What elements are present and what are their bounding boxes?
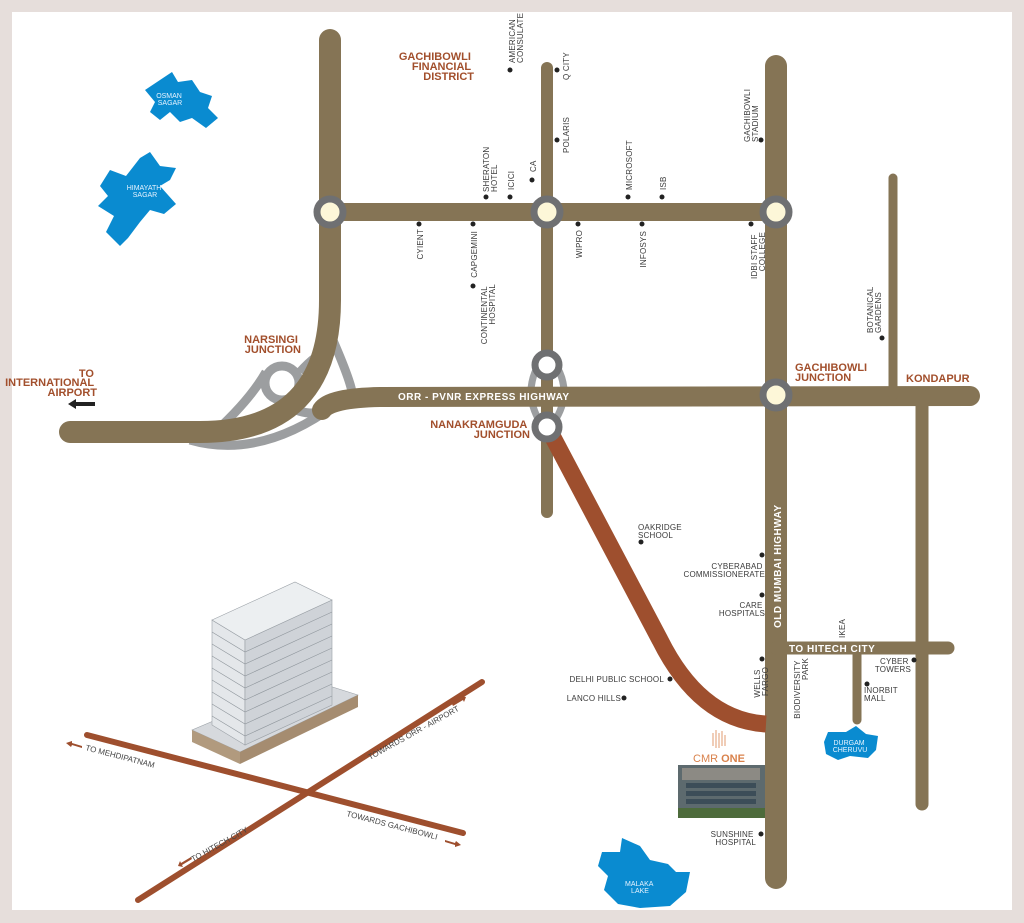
landmark-icici: ICICI [507,171,516,190]
airport-label: TO INTERNATIONAL AIRPORT [5,368,97,399]
project-building-photo [678,765,765,818]
gachibowli-junction-label: GACHIBOWLI JUNCTION [795,362,870,384]
landmark-care-hospitals: CARE HOSPITALS [719,601,765,618]
kondapur-label: KONDAPUR [906,373,970,385]
hitech-city-road-label: TO HITECH CITY [789,644,875,655]
arrow-hitech-icon [178,857,192,867]
narsingi-junction-label: NARSINGI JUNCTION [244,334,301,356]
landmark-lanco-hills: LANCO HILLS [567,694,621,703]
orr-road-label: ORR - PVNR EXPRESS HIGHWAY [398,392,570,403]
landmark-dots [416,67,917,837]
landmark-cyber-towers: CYBER TOWERS [875,657,911,674]
landmark-polaris: POLARIS [562,117,571,153]
landmark-gachibowli-stadium: GACHIBOWLI STADIUM [743,86,760,142]
landmark-capgemini: CAPGEMINI [470,231,479,278]
osman-sagar-label: OSMAN SAGAR [156,93,184,107]
landmark-infosys: INFOSYS [639,231,648,268]
nanakramguda-junction-label: NANAKRAMGUDA JUNCTION [430,419,530,441]
landmark-wipro: WIPRO [575,230,584,258]
landmark-oakridge-school: OAKRIDGE SCHOOL [638,523,684,540]
junction-gachibowli [759,378,793,412]
durgam-cheruvu-label: DURGAM CHERUVU [833,740,868,754]
junction-markers [313,195,793,443]
landmark-idbi-staff-college: IDBI STAFF COLLEGE [750,232,767,279]
junction-financial [530,195,564,229]
himayath-sagar-label: HIMAYATH SAGAR [127,185,164,199]
landmark-botanical-gardens: BOTANICAL GARDENS [866,284,883,333]
inset-label-hitech-city: TO HITECH CITY [190,825,250,864]
osman-sagar-lake [145,72,218,128]
landmark-cyient: CYIENT [416,229,425,260]
inset-label-orr-airport: TOWARDS ORR - AIRPORT [367,704,461,762]
project-access-road [540,424,767,733]
arrow-mehdipatnam-icon [66,741,82,748]
inset-road-diagram [66,679,485,903]
landmark-sheraton-hotel: SHERATON HOTEL [482,144,499,192]
arrow-left-icon [68,399,95,409]
landmark-american-consulate: AMERICAN CONSULATE [508,13,525,63]
landmark-isb: ISB [659,177,668,191]
financial-district-label: GACHIBOWLI FINANCIAL DISTRICT [399,51,474,83]
landmark-biodiversity-park: BIODIVERSITY PARK [793,658,810,719]
junction-gachibowli-stadium [759,195,793,229]
landmark-cyberabad-commissionerate: CYBERABAD COMMISSIONERATE [683,562,765,579]
arrow-orr-airport-icon [452,696,466,706]
landmark-microsoft: MICROSOFT [625,140,634,190]
old-mumbai-highway-label: OLD MUMBAI HIGHWAY [773,504,784,628]
landmark-ca: CA [529,160,538,172]
landmark-q-city: Q CITY [562,52,571,80]
landmark-inorbit-mall: INORBIT MALL [864,686,900,703]
building-illustration [191,581,359,764]
landmark-continental-hospital: CONTINENTAL HOSPITAL [480,284,497,345]
malaka-lake [598,838,690,908]
landmark-delhi-public-school: DELHI PUBLIC SCHOOL [570,675,665,684]
junction-orr-nanakramguda [531,349,563,381]
orr-highway [312,386,980,420]
landmark-ikea: IKEA [838,619,847,638]
junction-nanakramguda [531,411,563,443]
junction-narsingi-top [313,195,347,229]
durgam-cheruvu-lake [824,726,878,760]
arrow-gachibowli-icon [445,840,461,847]
cmr-one-logo-icon [712,730,726,748]
landmark-wells-fargo: WELLS FARGO [753,667,770,698]
malaka-lake-label: MALAKA LAKE [625,881,655,895]
landmark-sunshine-hospital: SUNSHINE HOSPITAL [711,830,757,847]
himayath-sagar-lake [98,152,176,246]
road-narsingi-west [59,29,341,443]
